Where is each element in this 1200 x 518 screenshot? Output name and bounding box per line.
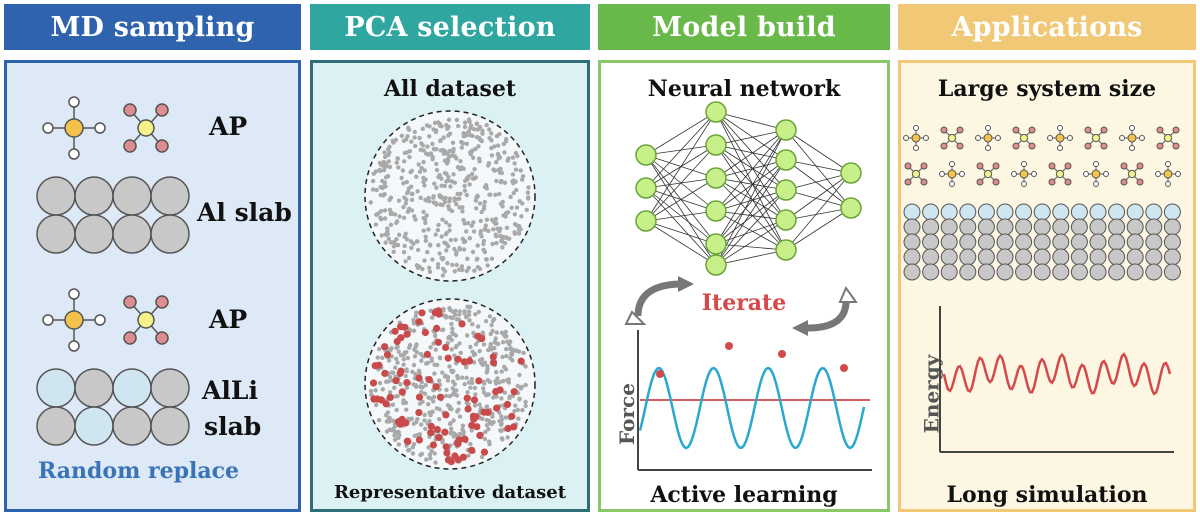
alli-label: AlLi [202,376,258,405]
ap-molecules-2 [42,288,169,352]
all-dataset-cloud [364,110,536,282]
slab-label-2: slab [204,412,262,441]
md-sampling-panel: MD sampling AP Al slab [4,0,301,518]
neural-network-diagram [635,101,862,276]
long-simulation-label: Long simulation [946,482,1148,508]
iterate-arrows [624,276,858,336]
active-learning-label: Active learning [650,482,838,508]
iterate-label: Iterate [701,290,787,316]
pca-selection-header: PCA selection [310,4,590,50]
representative-dataset-label: Representative dataset [333,482,567,503]
large-system-size-label: Large system size [937,76,1157,102]
model-build-title: Model build [652,11,836,43]
large-system-illustration [903,125,1181,281]
random-replace-label: Random replace [38,458,240,484]
all-dataset-label: All dataset [383,76,517,102]
applications-panel: Applications Large system size Energy Lo… [898,0,1196,518]
md-sampling-title: MD sampling [50,11,255,43]
model-build-panel: Model build Neural network Iterate Force… [598,0,890,518]
applications-header: Applications [898,4,1196,50]
applications-box [898,60,1196,512]
pca-selection-title: PCA selection [344,11,556,43]
ap-label-2: AP [209,305,248,334]
ap-molecules-1 [42,96,169,160]
applications-title: Applications [951,11,1143,43]
model-build-box [598,60,890,512]
pca-selection-panel: PCA selection All dataset Representative… [310,0,590,518]
ap-label-1: AP [209,112,248,141]
md-sampling-header: MD sampling [4,4,301,50]
neural-network-label: Neural network [647,76,841,102]
model-build-header: Model build [598,4,890,50]
al-slab [36,176,190,254]
energy-plot [939,306,1174,453]
force-plot [637,330,872,471]
al-slab-label: Al slab [197,198,292,227]
alli-slab [36,368,190,446]
representative-dataset-cloud [364,298,536,470]
